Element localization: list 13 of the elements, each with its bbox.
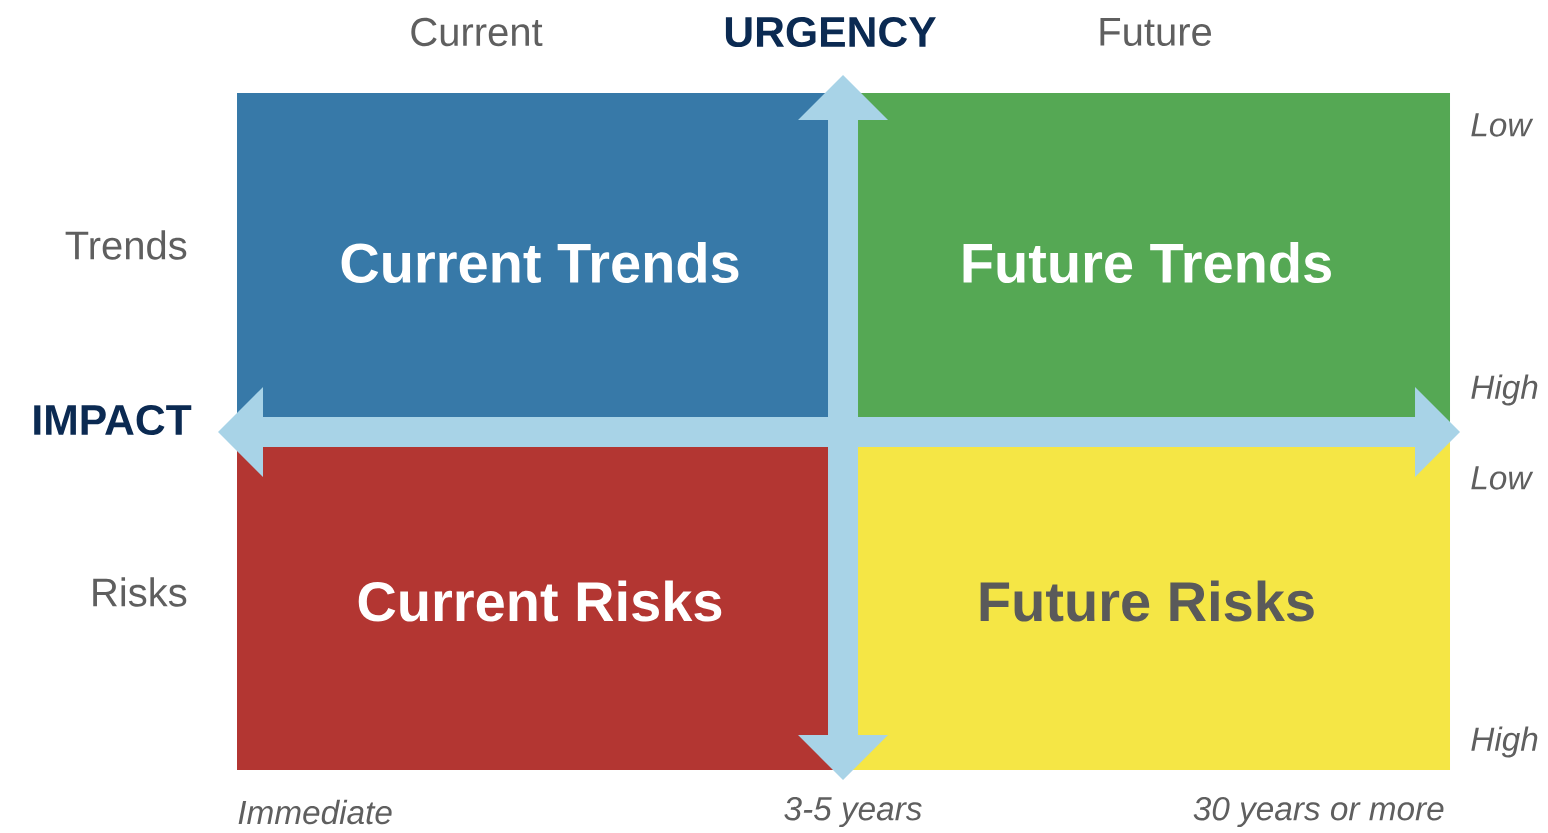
- axis-category-label: Future: [1100, 18, 1212, 46]
- axis-category-label: Risks: [93, 577, 187, 607]
- scale-label: Low: [1471, 466, 1534, 490]
- axis-title: URGENCY: [725, 16, 936, 48]
- axis-category-label: Current: [411, 17, 543, 47]
- scale-label: High: [1471, 374, 1538, 406]
- quadrant-box: Future Trends: [843, 93, 1450, 432]
- scale-label: 3-5 years: [784, 796, 922, 828]
- quadrant-box: Current Trends: [237, 93, 843, 432]
- quadrant-box: Current Risks: [237, 432, 843, 770]
- axis-category-label: Trends: [65, 230, 187, 260]
- axis-title: IMPACT: [34, 404, 192, 436]
- quadrant-box: Future Risks: [843, 432, 1450, 770]
